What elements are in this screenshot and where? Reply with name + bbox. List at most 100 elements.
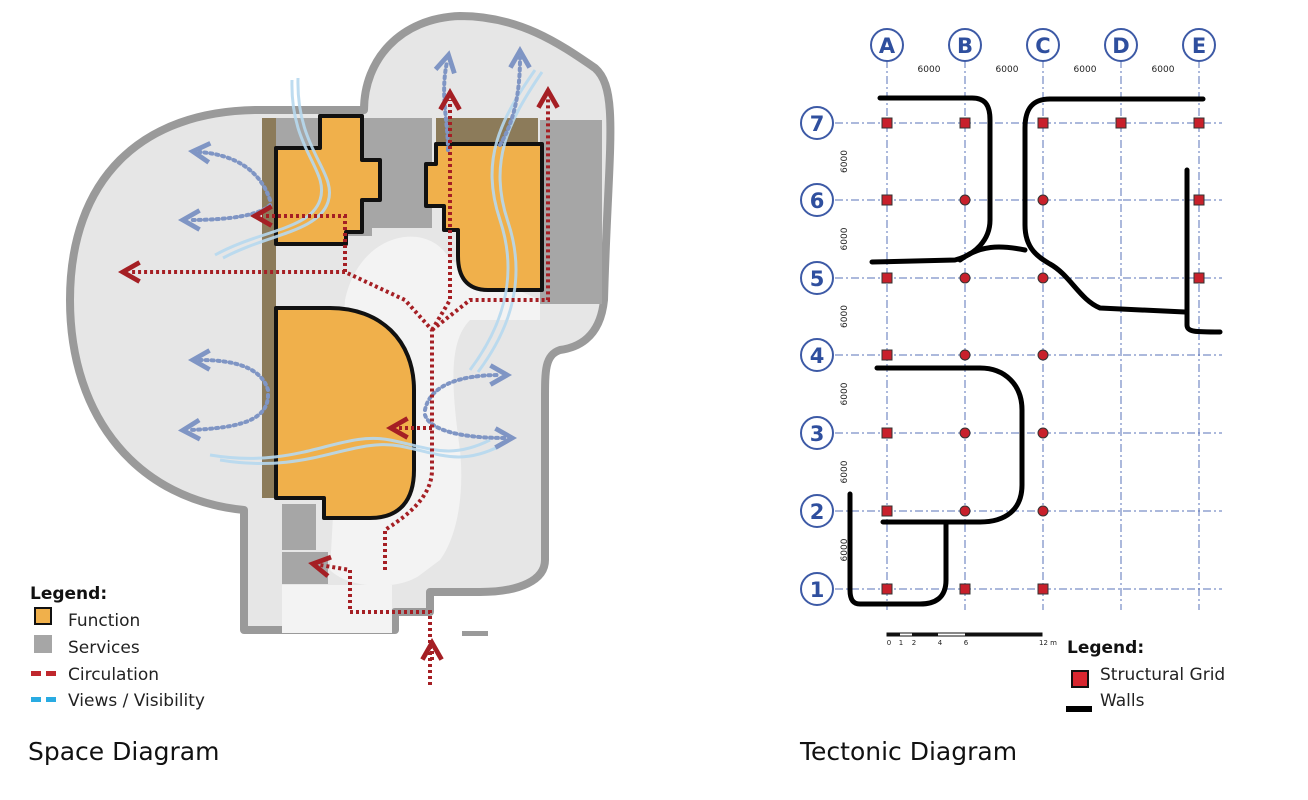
views-swatch-2 bbox=[46, 697, 56, 702]
column-label-C: C bbox=[1035, 34, 1050, 58]
column-bubble-E bbox=[1182, 28, 1216, 62]
view-flow-lines bbox=[209, 69, 544, 465]
structural-column-circle bbox=[959, 194, 971, 206]
row-spacing-label: 6000 bbox=[840, 305, 850, 328]
circulation-paths bbox=[117, 85, 560, 685]
structural-column-square bbox=[1115, 117, 1127, 129]
structural-column-square bbox=[959, 117, 971, 129]
column-spacing-label: 6000 bbox=[1074, 65, 1097, 75]
structural-grid-swatch bbox=[1071, 670, 1089, 688]
column-bubble-B bbox=[948, 28, 982, 62]
column-label-D: D bbox=[1112, 34, 1129, 58]
function-block-south bbox=[274, 306, 416, 520]
column-spacing-label: 6000 bbox=[1152, 65, 1175, 75]
row-label-2: 2 bbox=[810, 500, 825, 524]
column-bubble-D bbox=[1104, 28, 1138, 62]
services-block-4 bbox=[282, 504, 316, 550]
scale-bar-end-label: 12 m bbox=[1039, 639, 1057, 647]
column-label-A: A bbox=[879, 34, 896, 58]
scale-bar-segment bbox=[887, 633, 900, 636]
column-bubble-C bbox=[1026, 28, 1060, 62]
column-spacing-label: 6000 bbox=[918, 65, 941, 75]
wall-segment-4 bbox=[957, 244, 1028, 263]
structural-grid-legend-label: Structural Grid bbox=[1100, 665, 1226, 685]
views-legend-label: Views / Visibility bbox=[68, 691, 205, 711]
row-bubble-5 bbox=[800, 261, 834, 295]
structural-column-square bbox=[881, 427, 893, 439]
function-legend-label: Function bbox=[68, 611, 141, 631]
structural-column-square bbox=[959, 583, 971, 595]
row-spacing-label: 6000 bbox=[840, 382, 850, 405]
row-spacing-label: 6000 bbox=[840, 538, 850, 561]
edge-strip-north bbox=[436, 118, 538, 144]
tectonic-diagram-caption: Tectonic Diagram bbox=[800, 737, 1018, 766]
views-swatch-1 bbox=[31, 697, 41, 702]
space-legend-title: Legend: bbox=[30, 584, 108, 604]
column-bubble-A bbox=[870, 28, 904, 62]
row-bubble-6 bbox=[800, 183, 834, 217]
row-spacing-label: 6000 bbox=[840, 150, 850, 173]
circulation-swatch-1 bbox=[31, 671, 41, 676]
space-diagram-caption: Space Diagram bbox=[28, 737, 220, 766]
function-swatch bbox=[34, 607, 52, 625]
structural-column-square bbox=[881, 349, 893, 361]
scale-bar-segment bbox=[912, 633, 938, 636]
scale-bar-tick: 6 bbox=[964, 639, 969, 647]
structural-column-square bbox=[1037, 583, 1049, 595]
scale-bar-tick: 2 bbox=[912, 639, 916, 647]
row-label-5: 5 bbox=[810, 267, 825, 291]
tectonic-legend-title: Legend: bbox=[1067, 638, 1145, 658]
structural-column-square bbox=[1037, 117, 1049, 129]
row-bubble-3 bbox=[800, 416, 834, 450]
entry-marker bbox=[462, 631, 488, 636]
structural-column-circle bbox=[959, 349, 971, 361]
structural-column-circle bbox=[959, 272, 971, 284]
structural-column-circle bbox=[1037, 194, 1049, 206]
column-spacing-label: 6000 bbox=[996, 65, 1019, 75]
structural-column-circle bbox=[959, 505, 971, 517]
row-spacing-label: 6000 bbox=[840, 460, 850, 483]
structural-column-circle bbox=[1037, 505, 1049, 517]
space-diagram bbox=[66, 12, 615, 685]
structural-column-square bbox=[881, 505, 893, 517]
services-legend-label: Services bbox=[68, 638, 140, 658]
structural-column-circle bbox=[1037, 427, 1049, 439]
row-label-7: 7 bbox=[810, 112, 825, 136]
wall-segment-3 bbox=[1022, 96, 1188, 315]
row-bubble-1 bbox=[800, 572, 834, 606]
tectonic-diagram: A B C D E 7 6 5 4 3 2 1 6000 6000 6000 6000 6000 6000 6000… bbox=[800, 28, 1223, 647]
services-block-3 bbox=[540, 120, 602, 304]
structural-column-square bbox=[881, 272, 893, 284]
structural-column-square bbox=[1193, 272, 1205, 284]
function-block-northeast bbox=[424, 142, 544, 292]
services-block-5 bbox=[282, 552, 328, 584]
circulation-legend-label: Circulation bbox=[68, 665, 160, 685]
services-swatch bbox=[34, 635, 52, 653]
column-label-E: E bbox=[1192, 34, 1206, 58]
row-label-6: 6 bbox=[810, 189, 825, 213]
row-bubble-7 bbox=[800, 106, 834, 140]
wall-segment-7 bbox=[847, 491, 949, 607]
row-label-1: 1 bbox=[810, 578, 825, 602]
structural-column-circle bbox=[1037, 272, 1049, 284]
edge-strip-west bbox=[262, 118, 276, 498]
walls-swatch bbox=[1066, 706, 1092, 712]
scale-bar-tick: 4 bbox=[938, 639, 943, 647]
wall-segment-5 bbox=[1184, 167, 1223, 335]
structural-column-square bbox=[881, 194, 893, 206]
wall-segment-6 bbox=[874, 365, 1025, 525]
structural-column-square bbox=[881, 583, 893, 595]
walls-legend-label: Walls bbox=[1100, 691, 1145, 711]
scale-bar-segment bbox=[965, 633, 1042, 636]
structural-column-circle bbox=[959, 427, 971, 439]
row-bubble-4 bbox=[800, 338, 834, 372]
row-spacing-label: 6000 bbox=[840, 227, 850, 250]
structural-column-circle bbox=[1037, 349, 1049, 361]
circulation-swatch-2 bbox=[46, 671, 56, 676]
scale-bar-tick: 1 bbox=[899, 639, 903, 647]
row-label-3: 3 bbox=[810, 422, 825, 446]
column-label-B: B bbox=[957, 34, 973, 58]
exterior-plaza bbox=[282, 585, 392, 633]
structural-column-square bbox=[1193, 194, 1205, 206]
